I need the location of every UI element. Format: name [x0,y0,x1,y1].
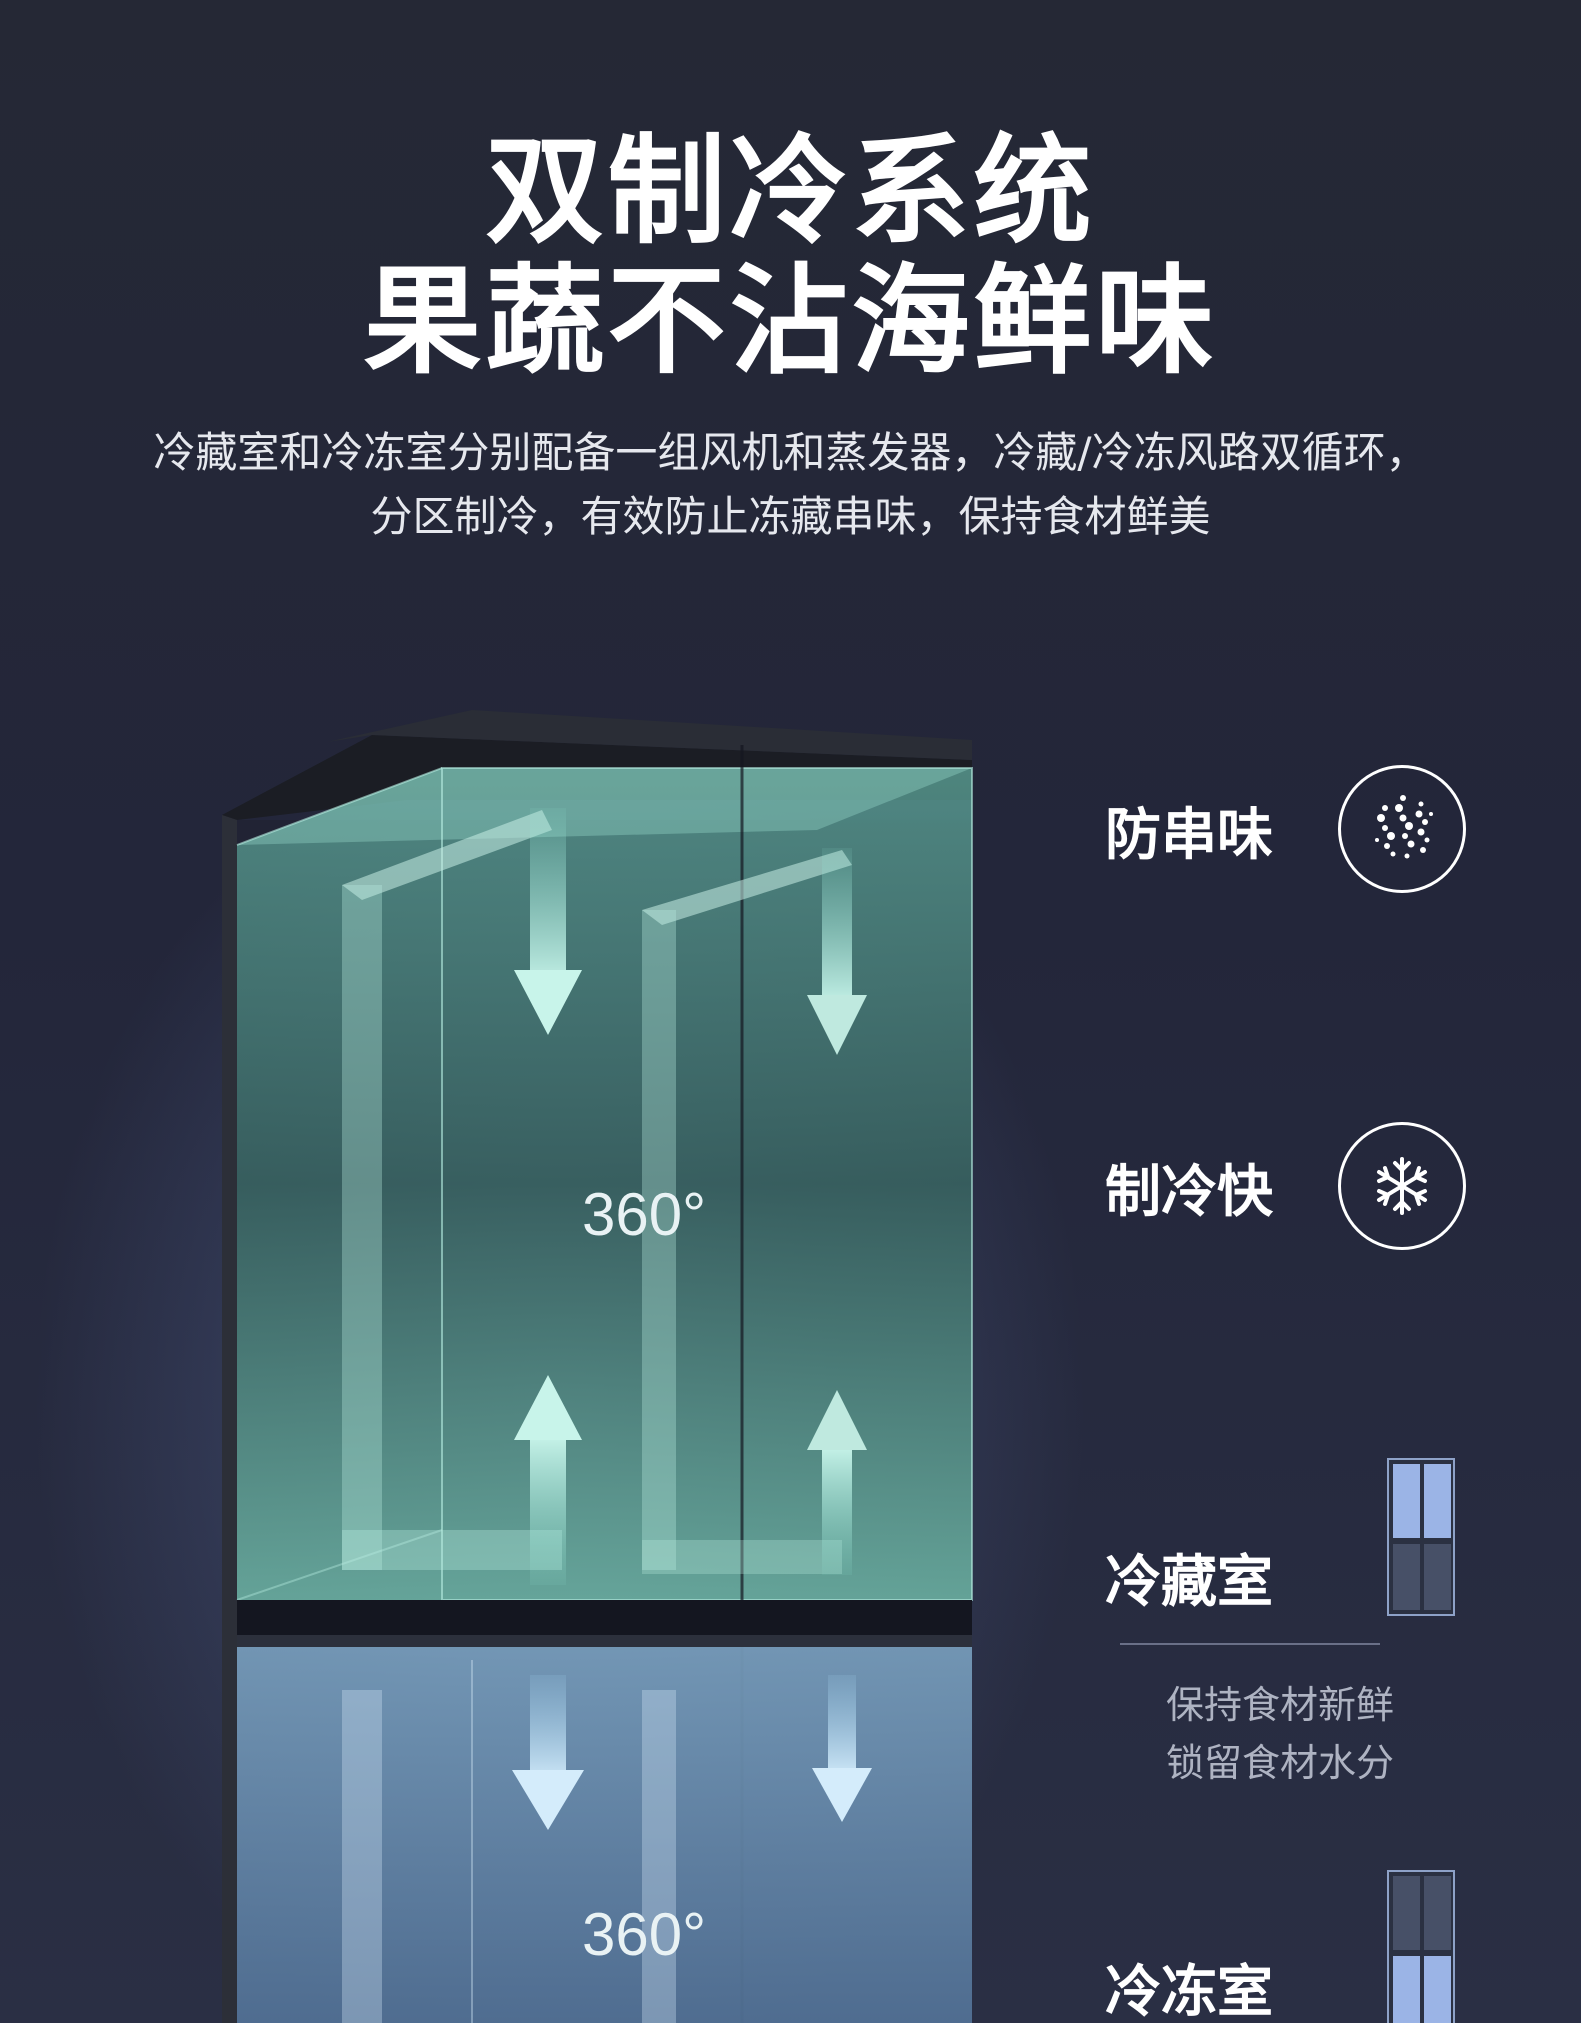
lower-down-arrow-right [812,1675,872,1822]
headline-line-2: 果蔬不沾海鲜味 [363,252,1218,390]
anti-odor-label: 防串味 [1105,803,1273,868]
upper-down-arrow-right [807,848,867,1055]
lower-rotation-degree: 360° [582,1901,707,1968]
lower-down-arrow-left [512,1675,584,1830]
fridge-drawing [222,710,973,2023]
subtitle-line-1: 冷藏室和冷冻室分别配备一组风机和蒸发器，冷藏/冷冻风路双循环， [153,428,1428,477]
headline-line-1: 双制冷系统 [485,122,1096,260]
snowflake-icon [1338,1122,1466,1250]
subtitle-line-2: 分区制冷，有效防止冻藏串味，保持食材鲜美 [370,492,1211,541]
refrigerator-desc-line-1: 保持食材新鲜 [1165,1683,1394,1727]
fridge-illustration: 360° 360° [222,700,982,2023]
fast-cooling-label: 制冷快 [1105,1160,1273,1225]
upper-up-arrow-right [807,1390,867,1575]
upper-up-arrow-left [514,1375,582,1585]
upper-rotation-degree: 360° [582,1181,707,1248]
odor-particles-icon [1338,765,1466,893]
freezer-label: 冷冻室 [1105,1960,1273,2023]
upper-down-arrow-left [514,808,582,1035]
refrigerator-divider [1120,1643,1380,1645]
refrigerator-mini-icon [1387,1458,1455,1616]
refrigerator-desc-line-2: 锁留食材水分 [1165,1741,1394,1785]
freezer-mini-icon [1387,1870,1455,2023]
refrigerator-label: 冷藏室 [1105,1550,1273,1615]
